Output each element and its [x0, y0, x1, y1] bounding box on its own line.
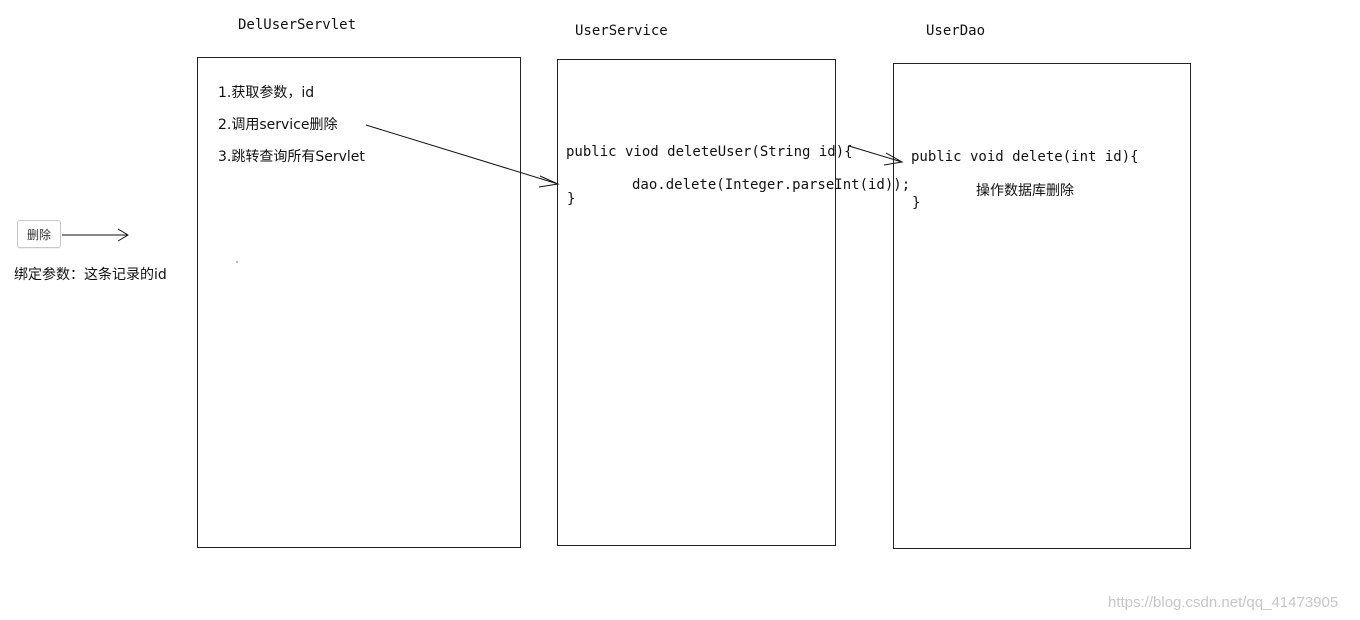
arrow-servlet-to-service [365, 124, 559, 185]
stray-dot [236, 261, 238, 263]
service-method-close: } [567, 191, 576, 207]
service-box [557, 59, 836, 546]
arrow-service-to-dao [848, 145, 903, 163]
dao-method-signature: public void delete(int id){ [911, 149, 1139, 165]
service-title: UserService [575, 23, 668, 39]
servlet-title: DelUserServlet [238, 17, 357, 33]
watermark: https://blog.csdn.net/qq_41473905 [1108, 594, 1339, 611]
service-method-body: dao.delete(Integer.parseInt(id)); [632, 177, 911, 193]
arrow-servlet-to-service-head [538, 175, 560, 188]
dao-method-body: 操作数据库删除 [976, 183, 1074, 199]
bind-param-note: 绑定参数：这条记录的id [14, 267, 167, 283]
service-method-signature: public viod deleteUser(String id){ [566, 144, 853, 160]
servlet-step-2: 2.调用service删除 [218, 117, 338, 133]
dao-box [893, 63, 1191, 549]
dao-title: UserDao [926, 23, 986, 39]
arrow-button-to-servlet-head [117, 228, 129, 242]
delete-button[interactable]: 删除 [17, 220, 61, 248]
servlet-step-1: 1.获取参数，id [218, 85, 315, 101]
arrow-service-to-dao-head [883, 152, 904, 166]
servlet-step-3: 3.跳转查询所有Servlet [218, 149, 365, 165]
servlet-box [197, 57, 521, 548]
dao-method-close: } [912, 195, 921, 211]
